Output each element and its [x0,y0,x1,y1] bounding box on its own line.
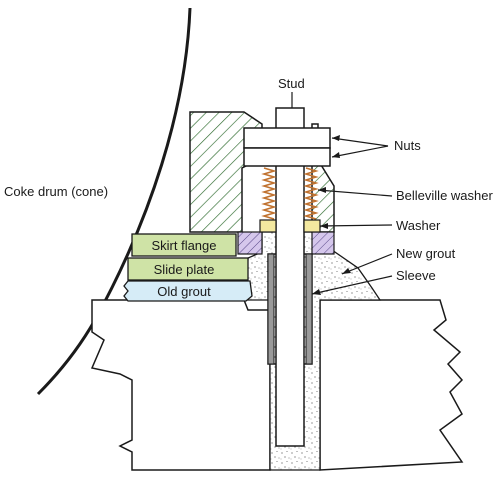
washer-left [259,219,277,233]
nuts-leader-2 [331,145,389,158]
belleville-washer-label: Belleville washer [396,188,493,203]
nut-bottom [243,147,331,167]
washer-arrow [320,223,328,229]
stud-label: Stud [278,76,305,91]
skirt-flange-box [131,233,237,257]
belleville-arrow [318,187,326,193]
skirt-flange-label: Skirt flange [151,238,216,253]
sleeve-wall-left [267,253,275,365]
new-grout-label: New grout [396,246,456,261]
new-grout-leader [341,253,393,275]
sleeve-leader [311,275,393,295]
sleeve-wall-right [305,253,313,365]
belleville-washer-left [261,167,277,220]
left-pad [237,231,263,255]
nuts-arrow-2 [332,152,340,158]
old-grout-label: Old grout [157,284,211,299]
sleeve-label: Sleeve [396,268,436,283]
belleville-washer-right [303,167,319,220]
new-grout-arrow [342,268,351,274]
slide-plate-label: Slide plate [154,262,215,277]
coke-drum-cone-wall [36,7,192,396]
nuts-leader-1 [331,137,389,147]
coke-drum-label: Coke drum (cone) [4,184,108,199]
washer-right [303,219,321,233]
washer-label: Washer [396,218,441,233]
washer-leader [319,224,393,227]
nuts-label: Nuts [394,138,421,153]
right-pad [311,231,335,255]
old-grout-box [123,280,253,302]
nuts-arrow-1 [332,135,340,141]
concrete-foundation [90,299,271,471]
slide-plate-box [127,257,249,281]
belleville-leader [317,189,393,197]
concrete-foundation-right [319,299,464,471]
sleeve-arrow [312,289,321,295]
nut-top [243,127,331,149]
